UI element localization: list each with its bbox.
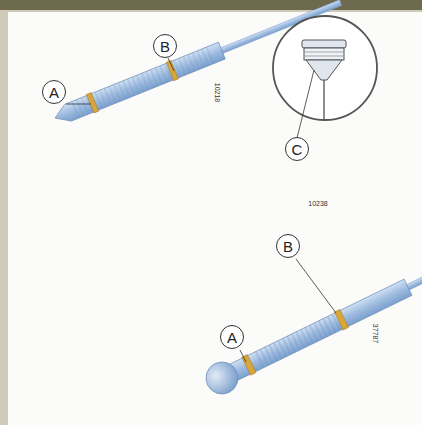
top-band: [0, 0, 422, 10]
callout-letter: B: [283, 239, 293, 254]
callout-circle: C: [285, 137, 309, 161]
callout-letter: A: [49, 85, 59, 100]
figure-number: 10218: [215, 82, 222, 101]
panel: [8, 12, 422, 425]
callout-circle: B: [153, 34, 177, 58]
callout-circle: A: [220, 325, 244, 349]
callout-letter: A: [227, 330, 237, 345]
callout-letter: B: [160, 39, 170, 54]
figure-number: 10238: [308, 200, 327, 207]
figure-number: 37787: [373, 323, 380, 342]
callout-circle: A: [42, 80, 66, 104]
inset-detail: [273, 16, 377, 120]
callout-circle: B: [276, 234, 300, 258]
dipstick-bottom: [201, 252, 422, 400]
callout-letter: C: [292, 142, 303, 157]
